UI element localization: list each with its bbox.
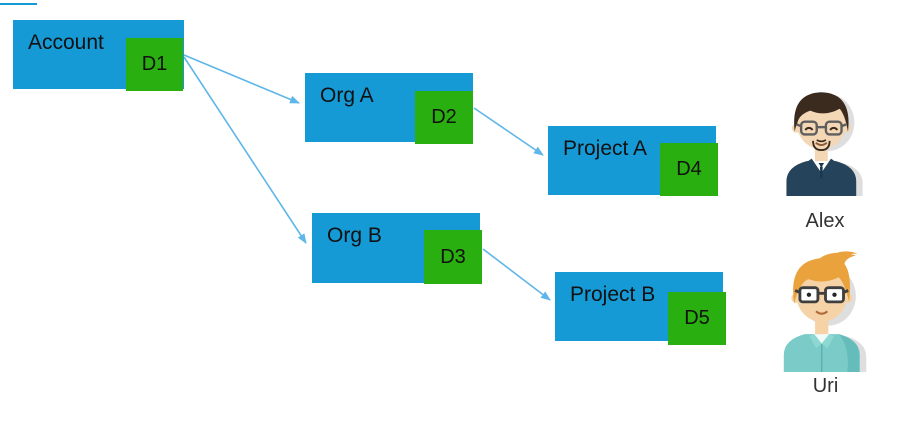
badge-d2-label: D2 (431, 106, 457, 128)
arrow-d3-to-project-b (482, 248, 551, 301)
arrow-d2-to-project-a (473, 107, 544, 156)
node-project-a-label: Project A (563, 137, 648, 160)
node-org-b-label: Org B (327, 224, 382, 247)
badge-d4-label: D4 (676, 158, 702, 180)
arrow-d1-to-org-b (183, 56, 307, 244)
alex-avatar-icon[interactable] (779, 84, 871, 196)
uri-avatar-icon[interactable] (778, 245, 873, 372)
badge-d3-label: D3 (440, 245, 466, 268)
badge-d1-label: D1 (141, 53, 168, 75)
node-account-label: Account (28, 31, 104, 54)
node-org-a-label: Org A (320, 84, 374, 107)
badge-d5-label: D5 (684, 307, 710, 329)
badge-d4[interactable]: D4 (660, 143, 718, 196)
node-project-b-label: Project B (570, 283, 656, 306)
alex-user-label: Alex (805, 210, 845, 232)
badge-d3[interactable]: D3 (424, 230, 482, 284)
badge-d5[interactable]: D5 (668, 292, 726, 345)
badge-d2[interactable]: D2 (415, 91, 473, 144)
cropped-shape-edge (0, 3, 37, 5)
arrow-d1-to-org-a (183, 54, 300, 104)
uri-user-label: Uri (812, 375, 839, 397)
badge-d1[interactable]: D1 (126, 38, 183, 91)
